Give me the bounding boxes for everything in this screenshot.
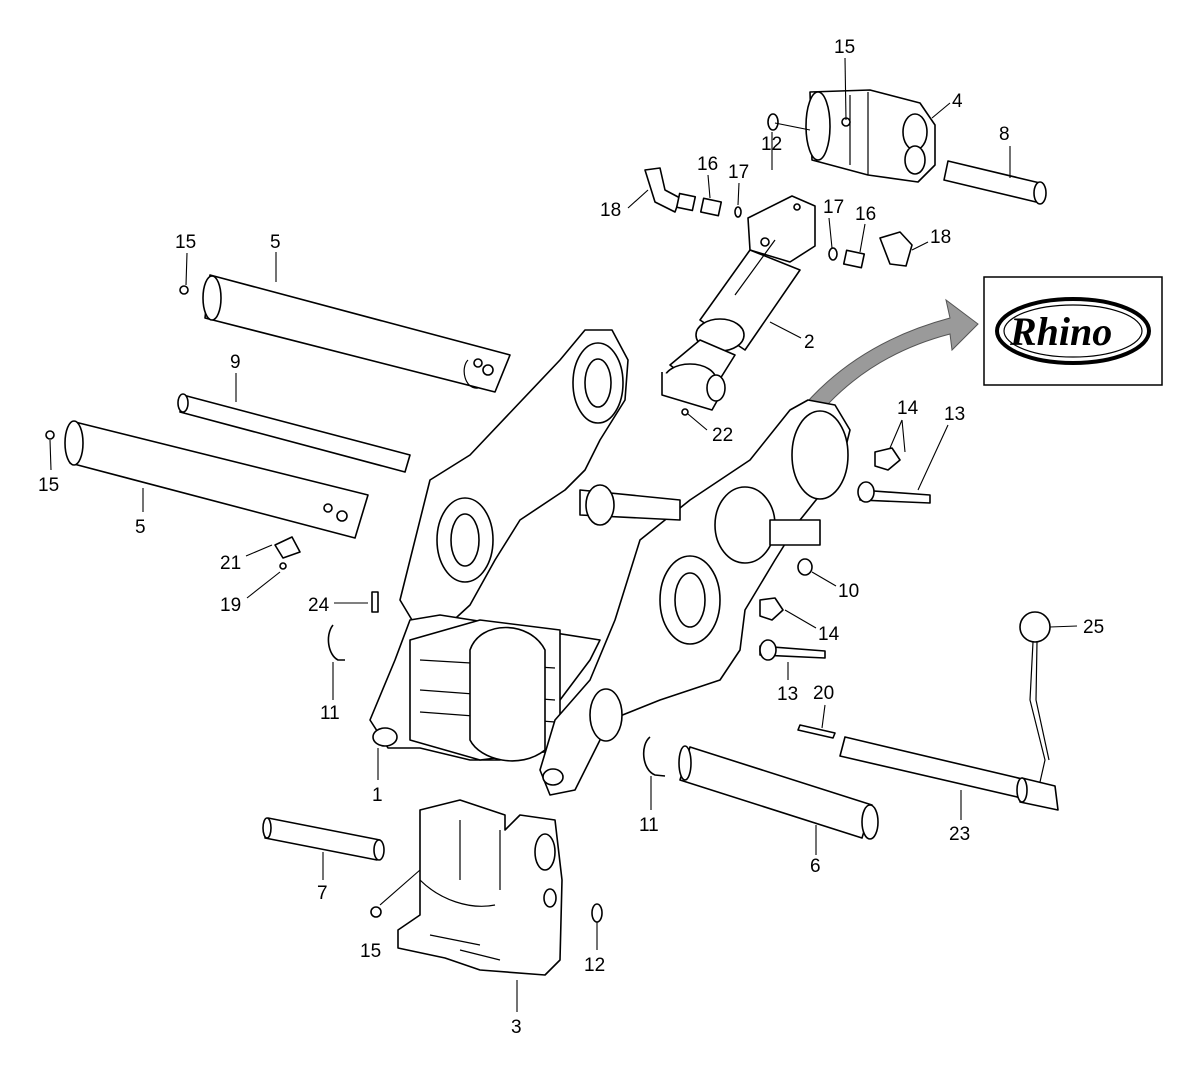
pin-5-lower [64, 420, 369, 539]
pin-6 [678, 745, 879, 840]
callout-17: 17 [823, 197, 844, 218]
callout-15: 15 [175, 232, 196, 253]
small-parts [45, 113, 931, 923]
callout-18: 18 [930, 227, 951, 248]
lock-cylinder [805, 89, 936, 183]
hydraulic-cylinder [661, 195, 816, 411]
callout-24: 24 [308, 595, 330, 616]
callout-11: 11 [320, 703, 340, 724]
callout-11: 11 [639, 815, 659, 836]
callout-25: 25 [1083, 617, 1104, 638]
callout-21: 21 [220, 553, 241, 574]
callout-4: 4 [952, 91, 963, 112]
callout-5: 5 [135, 517, 146, 538]
brand-logo-text: Rhino [1009, 309, 1112, 354]
callout-19: 19 [220, 595, 241, 616]
callout-17: 17 [728, 162, 749, 183]
callout-20: 20 [813, 683, 834, 704]
callout-15: 15 [360, 941, 381, 962]
callout-12: 12 [584, 955, 605, 976]
callout-16: 16 [855, 204, 876, 225]
callout-22: 22 [712, 425, 733, 446]
callout-18: 18 [600, 200, 621, 221]
main-frame [369, 329, 851, 796]
callout-5: 5 [270, 232, 281, 253]
callout-8: 8 [999, 124, 1010, 145]
pin-5-upper [202, 274, 511, 393]
callout-9: 9 [230, 352, 241, 373]
callout-13: 13 [944, 404, 965, 425]
pin-8 [943, 160, 1047, 205]
hook-block-3 [397, 799, 563, 976]
locking-pin-23 [839, 736, 1059, 811]
callout-2: 2 [804, 332, 815, 353]
callout-14: 14 [818, 624, 840, 645]
callout-6: 6 [810, 856, 821, 877]
callout-15: 15 [38, 475, 59, 496]
leader-lines [49, 57, 1078, 1012]
callout-7: 7 [317, 883, 328, 904]
callout-15: 15 [834, 37, 855, 58]
callout-13: 13 [777, 684, 798, 705]
callout-10: 10 [838, 581, 859, 602]
pin-9 [177, 393, 411, 473]
callout-23: 23 [949, 824, 970, 845]
callout-1: 1 [372, 785, 383, 806]
pin-7 [262, 817, 385, 861]
lanyard-ring-25 [1019, 611, 1051, 783]
callout-3: 3 [511, 1017, 522, 1038]
brand-logo: Rhino [983, 276, 1163, 386]
callout-labels: 15 4 12 8 16 17 18 17 16 18 15 5 2 9 22 … [38, 37, 1104, 1038]
callout-16: 16 [697, 154, 718, 175]
callout-12: 12 [761, 134, 782, 155]
callout-14: 14 [897, 398, 919, 419]
